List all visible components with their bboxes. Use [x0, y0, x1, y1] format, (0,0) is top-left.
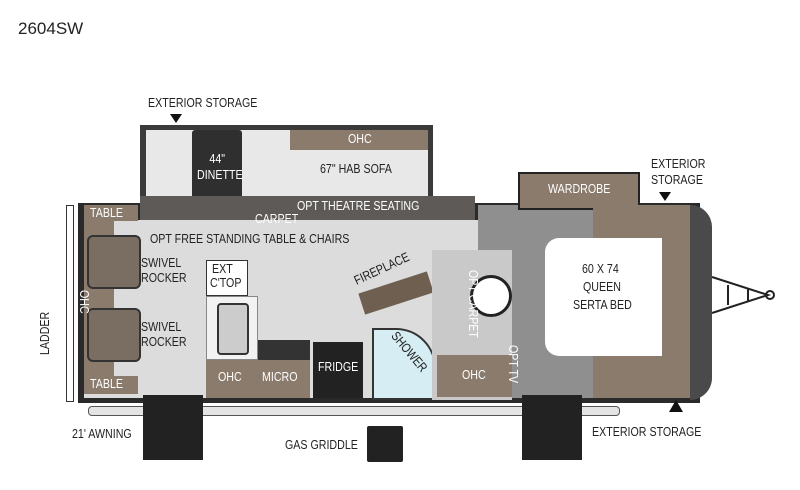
carpet-label: CARPET — [255, 211, 299, 226]
fridge-label: FRIDGE — [318, 359, 359, 374]
front-ohc-label: OHC — [646, 292, 661, 316]
wardrobe-label: WARDROBE — [548, 181, 611, 196]
awning-bar — [88, 406, 620, 416]
rocker-label: SWIVEL — [141, 255, 182, 270]
exterior-storage-label: STORAGE — [651, 172, 703, 187]
ext-ctop-label: C'TOP — [210, 275, 242, 290]
model-title: 2604SW — [18, 19, 84, 38]
ext-ctop-label: EXT — [212, 261, 233, 276]
free-standing-label: OPT FREE STANDING TABLE & CHAIRS — [150, 231, 350, 246]
shower — [372, 328, 436, 400]
wardrobe — [518, 172, 640, 210]
swivel-rocker-chair — [87, 235, 141, 289]
sofa-ohc — [290, 130, 428, 150]
bath-ohc — [437, 355, 512, 397]
queen-bed — [545, 238, 662, 356]
sofa-label: 67" HAB SOFA — [320, 161, 392, 176]
theatre-label: OPT THEATRE SEATING — [297, 198, 420, 213]
awning-label: 21' AWNING — [72, 426, 132, 441]
exterior-storage-label: EXTERIOR — [651, 156, 706, 171]
slide-floor — [140, 203, 475, 220]
swivel-rocker-chair — [87, 308, 141, 362]
ladder — [66, 205, 74, 402]
table-label: TABLE — [90, 376, 123, 391]
kitchen-ohc-label: OHC — [218, 369, 242, 384]
arrow-up-icon — [669, 400, 683, 412]
sofa-ohc-label: OHC — [348, 131, 372, 146]
kitchen-ohc — [206, 360, 258, 398]
table-bottom — [84, 376, 138, 394]
ext-countertop — [206, 260, 248, 296]
griddle-label: GAS GRIDDLE — [285, 437, 358, 452]
opt-tv-label: OPT TV — [506, 345, 521, 384]
fridge — [313, 342, 363, 398]
opt-carpet-label: OPT CARPET — [466, 270, 481, 338]
bed-label: QUEEN — [583, 279, 621, 294]
rear-ohc-label: OHC — [77, 290, 92, 314]
front-cap — [690, 205, 712, 400]
dinette-label: DINETTE — [197, 167, 243, 182]
bed-label: SERTA BED — [573, 297, 632, 312]
bed-label: 60 X 74 — [582, 261, 619, 276]
rocker-label: ROCKER — [141, 334, 187, 349]
bedroom-floor — [478, 205, 512, 250]
arrow-down-icon — [659, 192, 671, 201]
bath-ohc-label: OHC — [462, 367, 486, 382]
toilet-icon — [470, 275, 512, 317]
entry-steps — [143, 395, 203, 460]
micro-label: MICRO — [262, 369, 298, 384]
sink-icon — [217, 303, 249, 355]
stove-icon — [258, 340, 310, 360]
gas-griddle-icon — [367, 426, 403, 462]
exterior-storage-label: EXTERIOR STORAGE — [148, 95, 258, 110]
rocker-label: ROCKER — [141, 270, 187, 285]
arrow-down-icon — [170, 114, 182, 123]
exterior-storage-label: EXTERIOR STORAGE — [592, 424, 702, 439]
table-label: TABLE — [90, 205, 123, 220]
table-top — [84, 205, 138, 221]
rocker-label: SWIVEL — [141, 319, 182, 334]
microwave — [258, 360, 310, 398]
dinette-label: 44" — [209, 151, 226, 166]
hitch-icon — [711, 276, 775, 314]
entry-steps — [522, 395, 582, 460]
ladder-label: LADDER — [37, 311, 52, 355]
